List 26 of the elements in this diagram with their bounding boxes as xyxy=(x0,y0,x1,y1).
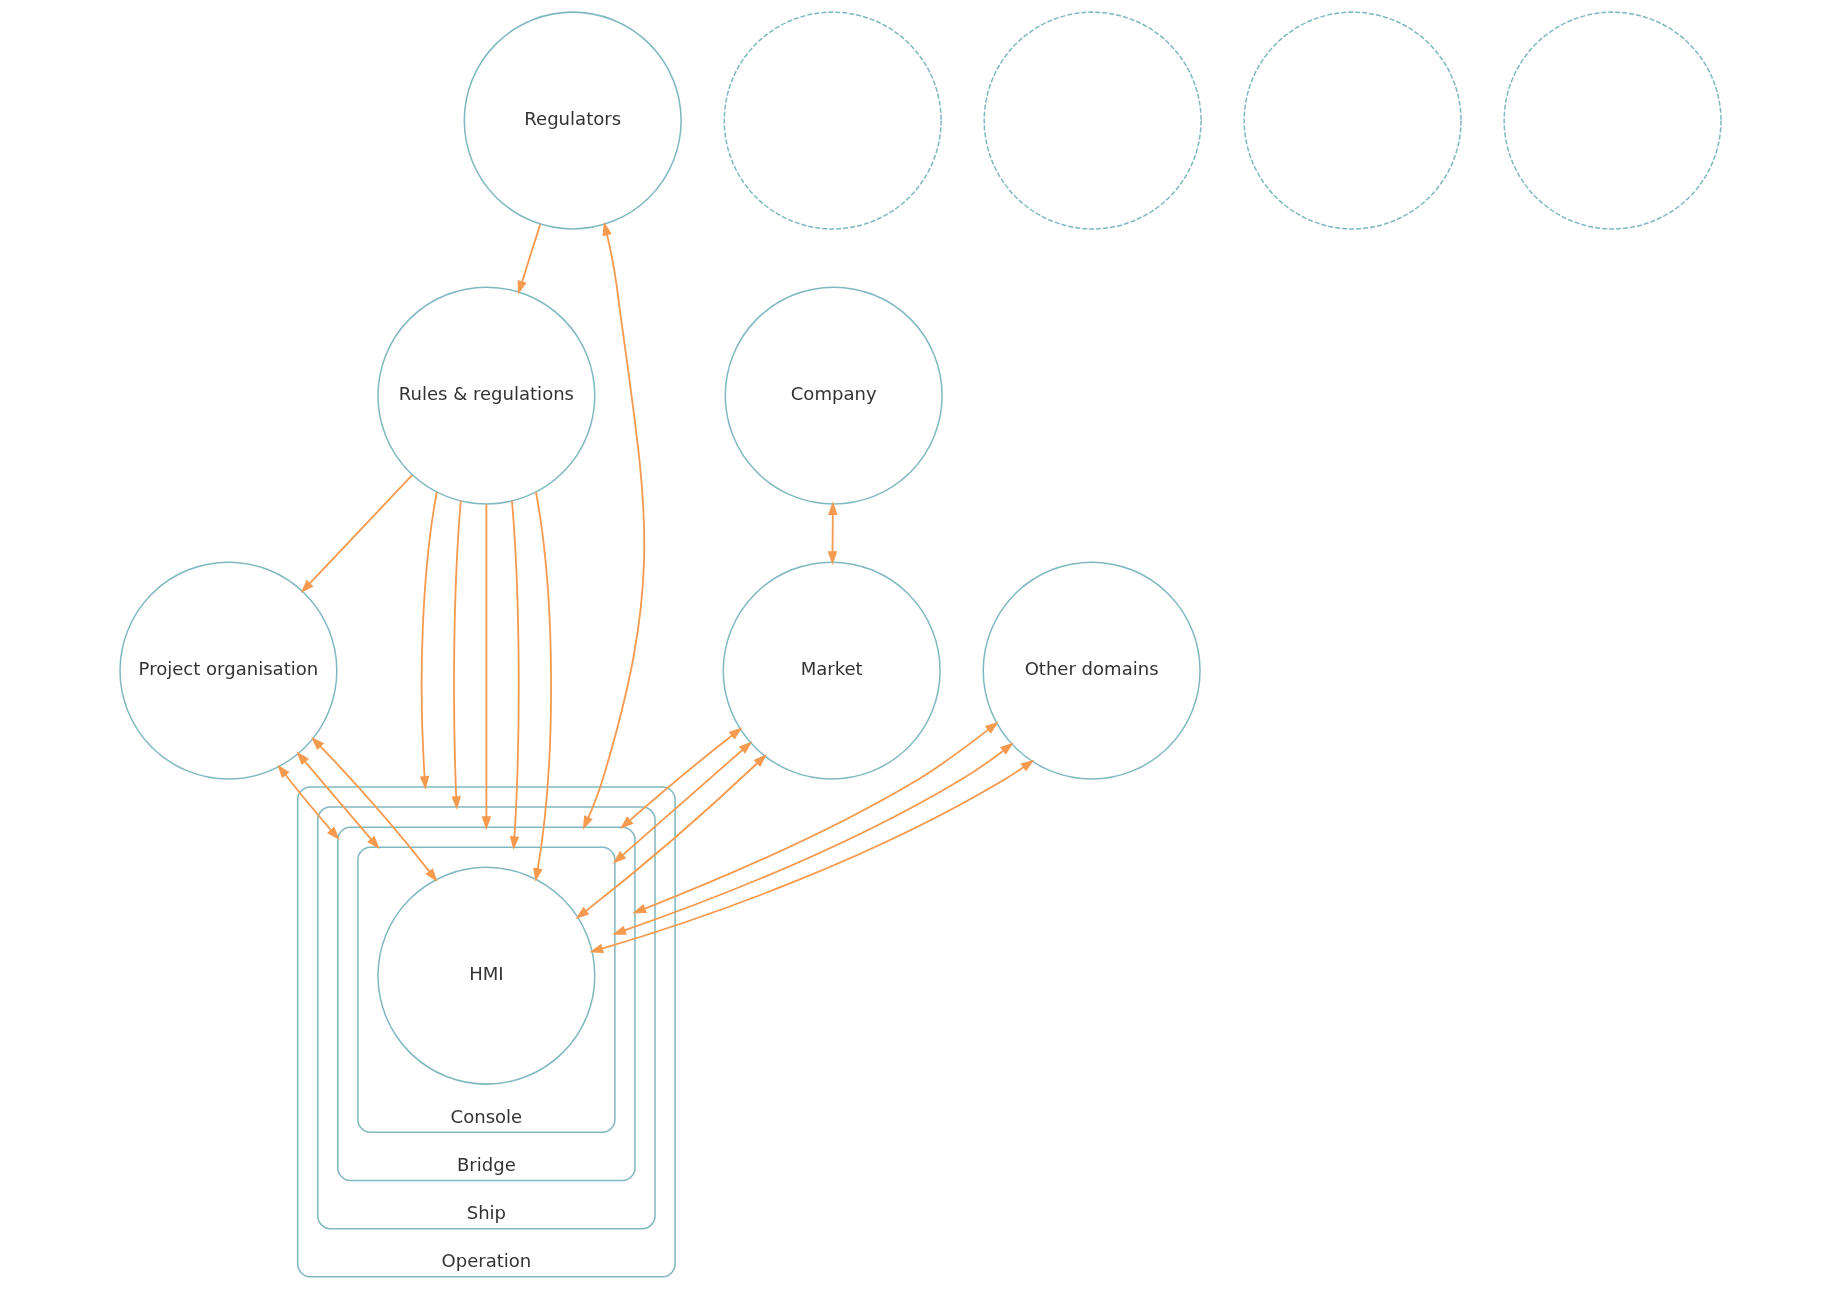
arrow xyxy=(296,751,380,850)
arrow xyxy=(827,501,838,565)
arrow xyxy=(300,474,413,594)
arrow xyxy=(589,759,1035,953)
arrow xyxy=(517,223,542,295)
node-circle: Regulators xyxy=(463,11,682,230)
arrow xyxy=(311,736,438,882)
arrow xyxy=(451,500,462,810)
node-circle xyxy=(1503,11,1722,230)
arrow xyxy=(582,221,646,830)
arrow xyxy=(612,741,753,864)
node-circle: Market xyxy=(722,561,941,780)
node-circle: Company xyxy=(724,286,943,505)
arrow xyxy=(533,491,552,882)
arrow xyxy=(277,764,340,841)
arrow xyxy=(632,721,999,914)
node-circle xyxy=(723,11,942,230)
arrow xyxy=(509,500,520,850)
arrow xyxy=(612,742,1014,935)
arrow xyxy=(620,727,743,829)
node-circle xyxy=(983,11,1202,230)
arrow xyxy=(481,503,492,830)
arrow xyxy=(419,491,438,790)
arrow xyxy=(575,754,767,919)
node-circle xyxy=(1243,11,1462,230)
node-circle: Rules & regulations xyxy=(377,286,596,505)
